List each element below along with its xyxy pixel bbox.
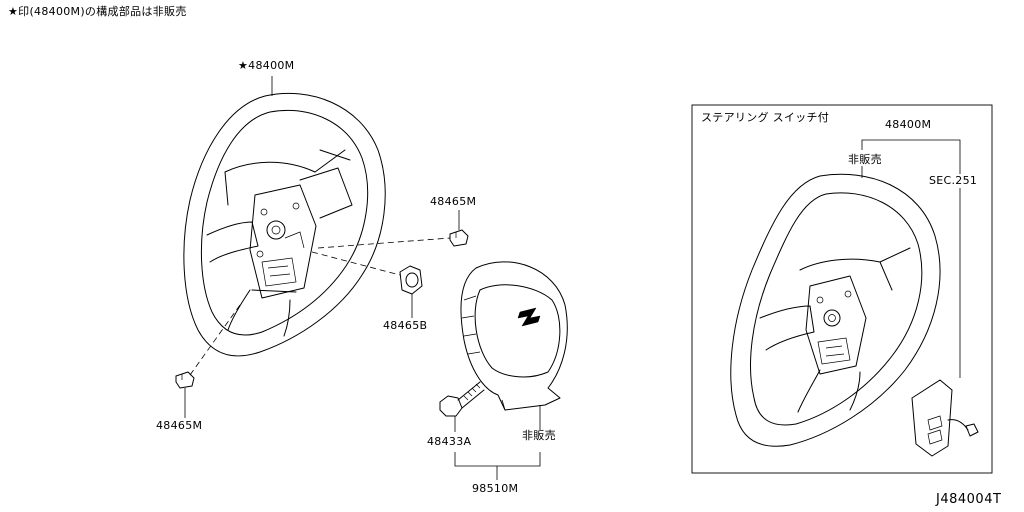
bolt-illustration [439, 381, 485, 432]
inset-bracket [861, 139, 961, 378]
inset-title: ステアリング スイッチ付 [701, 111, 830, 124]
airbag-status-label: 非販売 [522, 429, 556, 442]
nut-illustration [399, 265, 423, 318]
star-icon: ★ [238, 59, 249, 72]
inset-wheel-part-number: 48400M [885, 118, 932, 131]
cap-lower-illustration [175, 371, 195, 418]
bolt-part-number: 48433A [427, 435, 472, 448]
footnote: ★印(48400M)の構成部品は非販売 [8, 5, 187, 18]
airbag-assy-part-number: 98510M [472, 482, 519, 495]
wheel-part-label: ★48400M [238, 60, 294, 72]
inset-status-label: 非販売 [848, 153, 882, 166]
cap-upper-illustration [449, 210, 469, 247]
nut-part-number: 48465B [383, 319, 428, 332]
cap-upper-part-number: 48465M [430, 195, 477, 208]
inset-wheel-illustration [730, 173, 979, 457]
section-reference: SEC.251 [929, 174, 978, 187]
assy-bracket [454, 452, 541, 480]
airbag-illustration [460, 261, 568, 430]
wheel-part-number: 48400M [248, 59, 295, 72]
inset-frame [691, 104, 993, 474]
cap-lower-part-number: 48465M [156, 419, 203, 432]
steering-wheel-illustration [183, 92, 451, 376]
diagram-reference: J484004T [936, 492, 1002, 507]
